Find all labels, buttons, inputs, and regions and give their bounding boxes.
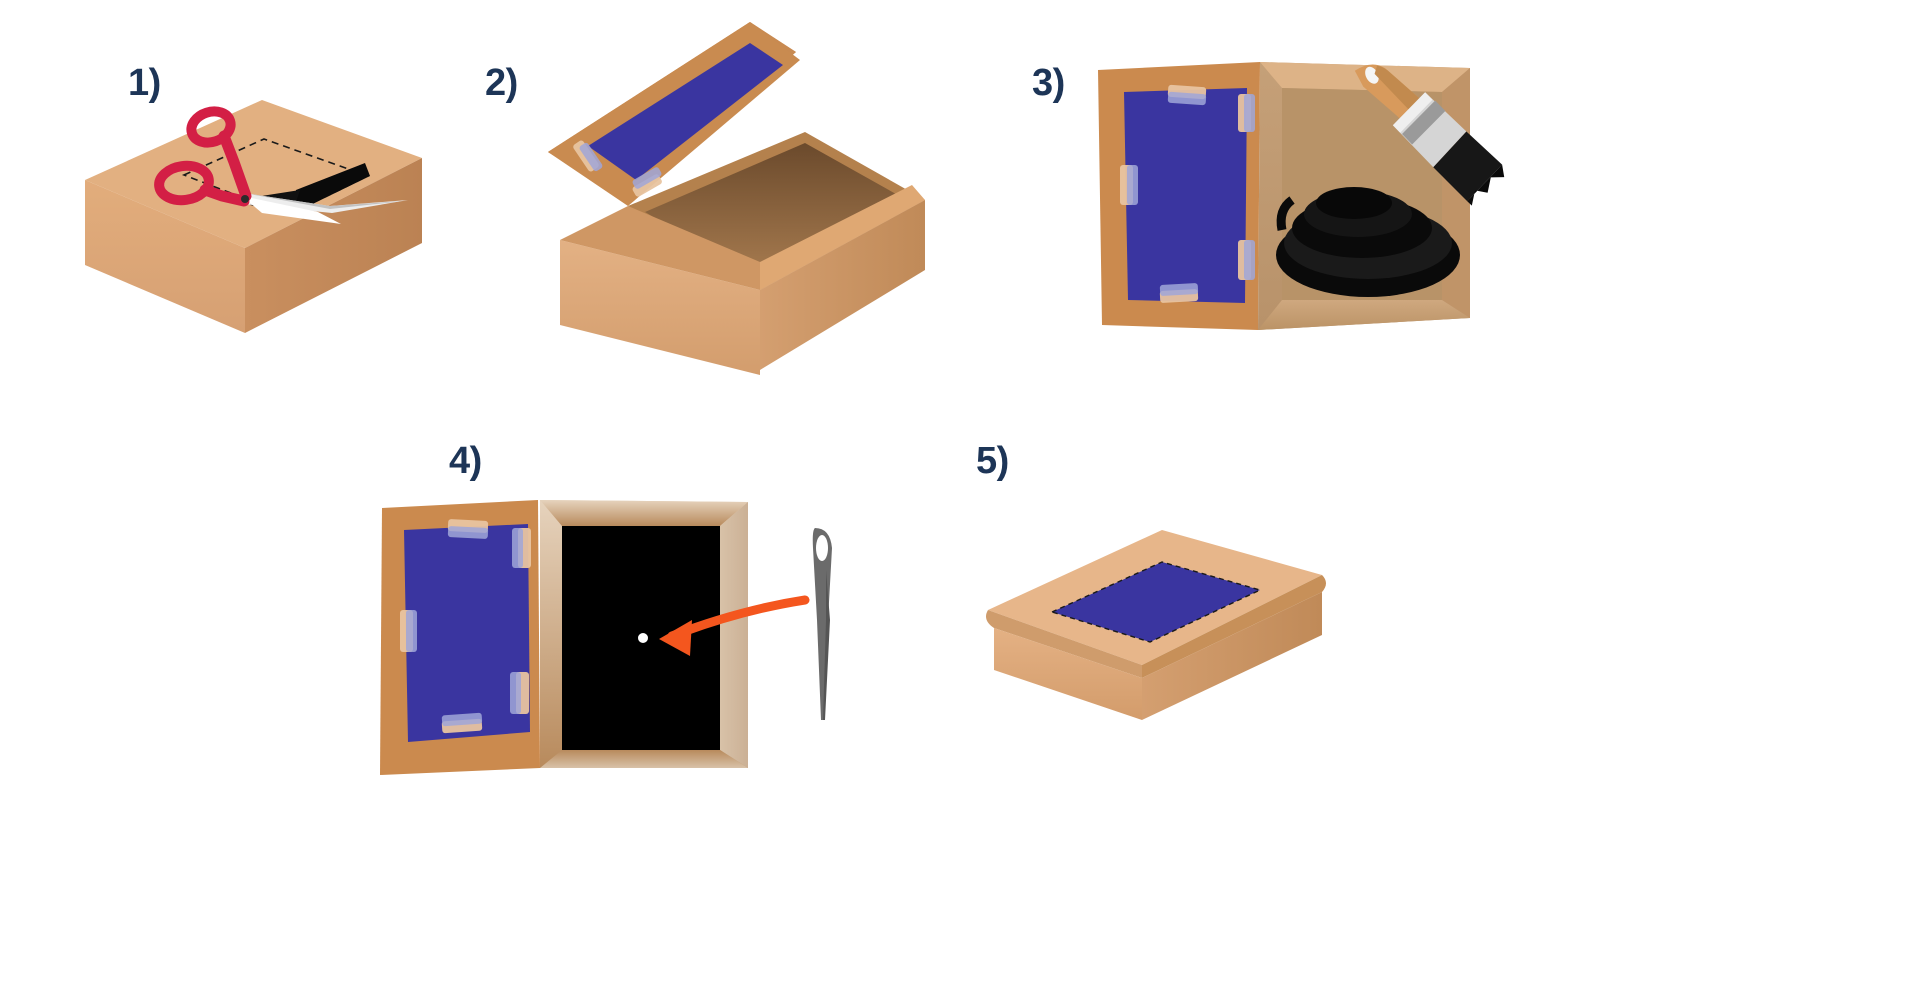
box-right-rim [760,185,925,290]
tape-strips [400,519,531,734]
step-1-label: 1) [128,62,161,104]
scissors-handle-lower [199,184,250,207]
box-interior-bottom-rim [540,750,748,768]
step-3-panel: 3) [1010,0,1530,400]
step-1-illustration [85,100,422,333]
step-1-panel: 1) [0,0,470,400]
orange-arrow-pointer [659,595,810,656]
step-5-illustration [986,530,1326,720]
tape-strip [632,167,662,189]
tape-strip [1244,94,1255,132]
tape-strip [579,142,603,172]
tape-strip [1244,240,1255,280]
brush-hang-hole [1365,66,1379,84]
box-lid-edge-right [1142,575,1326,678]
box-side-face [245,158,422,333]
brush-ferrule-highlight [1392,92,1433,133]
black-paint-coil [1276,187,1460,297]
box-front-face [994,628,1142,720]
step-2-panel: 2) [460,0,960,410]
tape-strip [441,712,483,727]
tape-strip [512,528,523,568]
brush-bristles [1433,131,1503,202]
box-lid-edge-left [986,610,1142,678]
scissors-pivot [241,195,249,203]
box-side-face [1142,592,1322,720]
step-2-label: 2) [485,62,518,104]
box-interior-top-rim [540,500,748,526]
step-3-illustration [1098,62,1505,330]
arrow-head [659,620,692,656]
tape-strip [1167,91,1207,106]
step-4-panel: 4) [360,420,880,820]
tape-strip [447,526,489,539]
step-4-illustration [380,500,832,775]
blue-sheet [404,524,530,742]
step-5-label: 5) [976,440,1009,482]
needle-shade [823,570,830,720]
box-interior-bottom [1258,300,1470,330]
tape-strip [1127,165,1138,205]
needle-eye [816,535,828,561]
paint-brush-icon [1354,64,1505,206]
blue-sheet-on-lid [588,43,783,180]
brush-handle-shade [1374,65,1424,117]
tape-strips [1120,84,1255,303]
needle-body [812,528,832,720]
pinhole-white-dot [638,633,648,643]
tape-strip [510,672,521,714]
blue-sheet [1124,88,1247,303]
step-2-illustration [548,22,925,375]
box-interior-right-rim [720,502,748,768]
box-front-face [85,180,245,333]
scissors-ring-lower [154,160,214,206]
step-3-label: 3) [1032,62,1065,104]
scissors-handle-upper [218,130,252,202]
box-lid-face [85,100,422,248]
scissors-icon [154,106,408,224]
box-right-face [760,200,925,370]
scissors-ring-upper [186,106,236,148]
tape-strip [406,610,417,652]
scissors-blade-shade [244,193,404,209]
blue-window [1052,562,1260,642]
cut-flap-black [292,163,370,214]
tape-strip [632,174,662,197]
box-left-rim [560,206,760,290]
box-front-face [560,240,760,375]
scissors-blade-lower [242,196,341,224]
brush-bristles-tip [1467,164,1505,206]
step-5-panel: 5) [950,420,1400,740]
brush-ferrule-band [1402,100,1446,145]
step-4-label: 4) [449,440,482,482]
tape-strip [1159,283,1199,296]
blue-window-outline [1050,561,1262,643]
sewing-needle-icon [812,528,832,720]
